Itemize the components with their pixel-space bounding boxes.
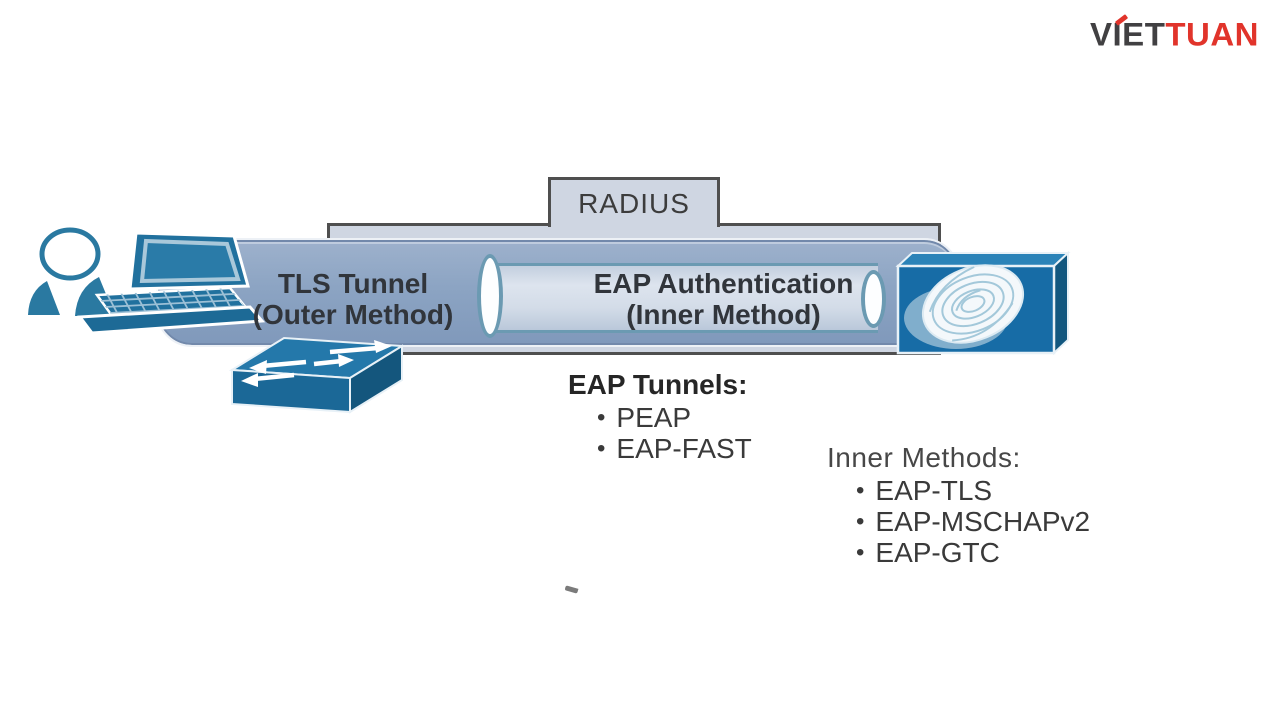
inner-methods-title: Inner Methods: bbox=[827, 442, 1021, 473]
outer-tunnel-line2: (Outer Method) bbox=[252, 299, 454, 330]
list-item: • EAP-TLS bbox=[856, 475, 1090, 506]
list-item: • EAP-GTC bbox=[856, 537, 1090, 568]
list-item-label: PEAP bbox=[616, 402, 692, 433]
list-item: • EAP-FAST bbox=[597, 433, 752, 464]
logo-text-viet: VIET bbox=[1090, 16, 1166, 53]
logo-text-tuan: TUAN bbox=[1165, 16, 1260, 53]
list-item-label: EAP-MSCHAPv2 bbox=[875, 506, 1091, 537]
outer-tunnel-label: TLS Tunnel (Outer Method) bbox=[203, 268, 503, 330]
eap-cylinder-shape bbox=[490, 263, 878, 333]
inner-tunnel-line1: EAP Authentication bbox=[593, 268, 854, 299]
eap-tunnels-list: EAP Tunnels: • PEAP • EAP-FAST bbox=[568, 369, 752, 464]
list-item: • EAP-MSCHAPv2 bbox=[856, 506, 1090, 537]
inner-tunnel-line2: (Inner Method) bbox=[626, 299, 821, 330]
radius-label: RADIUS bbox=[578, 187, 690, 219]
brand-logo: VIETTUAN bbox=[1090, 14, 1260, 54]
list-item-label: EAP-TLS bbox=[875, 475, 993, 506]
bullet-glyph: • bbox=[856, 508, 865, 535]
switch-icon bbox=[228, 336, 406, 414]
list-item-label: EAP-GTC bbox=[875, 537, 1000, 568]
inner-tunnel-label: EAP Authentication (Inner Method) bbox=[557, 268, 890, 330]
radius-tab: RADIUS bbox=[548, 177, 720, 227]
laptop-icon bbox=[77, 231, 266, 335]
outer-tunnel-line1: TLS Tunnel bbox=[277, 268, 429, 299]
eap-tunnels-title: EAP Tunnels: bbox=[568, 369, 748, 400]
fingerprint-server-icon bbox=[895, 250, 1071, 356]
list-item: • PEAP bbox=[597, 402, 752, 433]
bullet-glyph: • bbox=[597, 435, 606, 462]
inner-methods-items: • EAP-TLS • EAP-MSCHAPv2 • EAP-GTC bbox=[827, 475, 1090, 568]
list-item-label: EAP-FAST bbox=[616, 433, 752, 464]
cylinder-left-opening bbox=[477, 254, 503, 338]
eap-tunnels-items: • PEAP • EAP-FAST bbox=[568, 402, 752, 464]
cylinder-right-opening bbox=[861, 270, 886, 328]
inner-methods-list: Inner Methods: • EAP-TLS • EAP-MSCHAPv2 • E… bbox=[827, 442, 1090, 568]
bullet-glyph: • bbox=[856, 539, 865, 566]
bullet-glyph: • bbox=[856, 477, 865, 504]
bullet-glyph: • bbox=[597, 404, 606, 431]
